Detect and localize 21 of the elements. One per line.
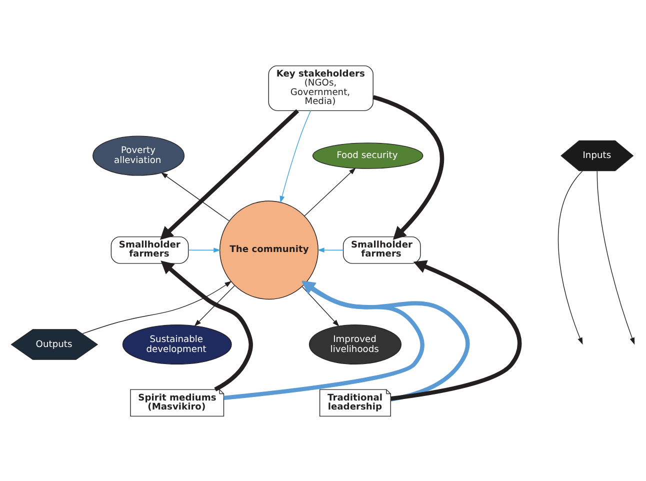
arrow [558,170,583,344]
arrow [160,172,230,221]
node-box: Key stakeholders (NGOs, Government, Media) [268,64,374,111]
arrow [317,247,344,252]
arrow [302,286,340,326]
arrow [160,260,253,391]
node-ellipse: Improved livelihoods [308,324,402,364]
arrow [194,284,235,326]
arrow [372,94,444,240]
arrow [82,280,232,334]
node-box: Smallholder farmers [342,236,421,264]
node-ellipse: Food security [312,142,424,168]
node-box: Smallholder farmers [110,236,189,264]
arrow [304,167,356,216]
arrow [390,260,522,400]
arrow [280,110,312,203]
arrow [188,247,221,252]
node-ellipse: Poverty alleviation [92,135,185,176]
arrow [596,170,635,344]
node-ellipse: Sustainable development [122,324,232,364]
arrow [160,108,300,240]
